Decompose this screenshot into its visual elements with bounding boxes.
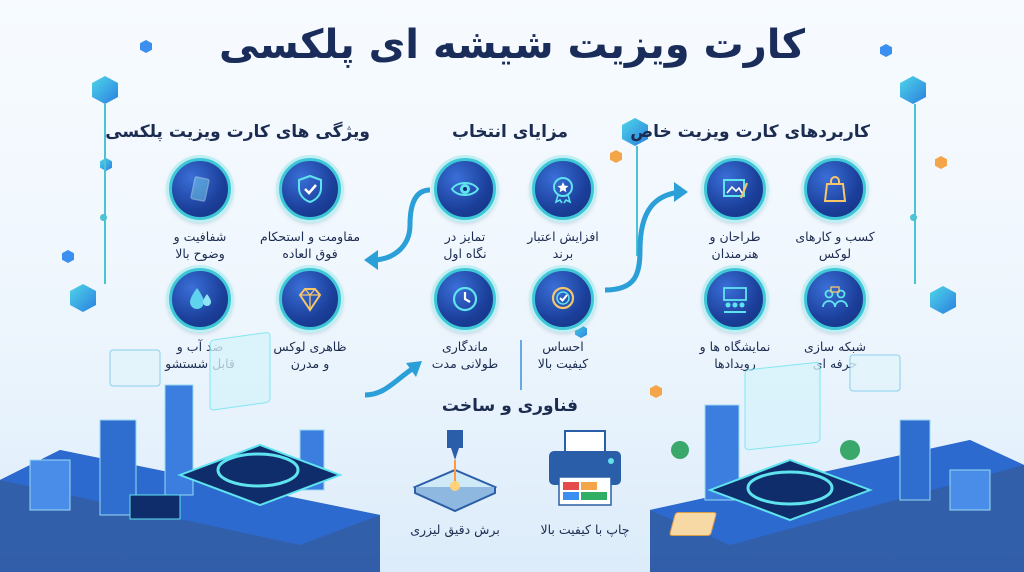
applications-title: کاربردهای کارت ویزیت خاص (630, 122, 870, 142)
hex-decoration (140, 40, 152, 53)
hex-decoration (650, 385, 662, 398)
printer-icon (549, 430, 621, 506)
benefit-label: ماندگاری طولانی مدت (431, 339, 499, 371)
benefit-item: افزایش اعتبار برند (508, 158, 618, 262)
networking-icon (804, 268, 866, 330)
technology-item: برش دقیق لیزری (400, 425, 510, 538)
page-title: کارت ویزیت شیشه ای پلکسی (218, 22, 806, 68)
eye-icon (434, 158, 496, 220)
flow-arrow-icon (364, 361, 422, 398)
connector-dot (910, 214, 917, 221)
benefits-title: مزایای انتخاب (451, 122, 569, 142)
benefit-label: احساس کیفیت بالا (537, 339, 589, 371)
benefit-item: تمایز در نگاه اول (410, 158, 520, 262)
quality-medal-icon (532, 268, 594, 330)
technology-item: چاپ با کیفیت بالا (530, 425, 640, 538)
benefit-label: تمایز در نگاه اول (443, 229, 487, 261)
diamond-icon (279, 268, 341, 330)
city-illustration-right (650, 354, 1024, 572)
technology-title: فناوری و ساخت (441, 396, 579, 416)
application-item: نمایشگاه ها و رویدادها (680, 268, 790, 372)
hex-decoration (62, 250, 74, 263)
feature-item: ظاهری لوکس و مدرن (255, 268, 365, 372)
benefit-item: احساس کیفیت بالا (508, 268, 618, 372)
hex-decoration (930, 286, 956, 314)
features-title: ویژگی های کارت ویزیت پلکسی (105, 122, 370, 142)
application-label: نمایشگاه ها و رویدادها (699, 339, 771, 371)
water-drop-icon (169, 268, 231, 330)
flow-arrow-icon (604, 182, 688, 293)
glass-card-icon (169, 158, 231, 220)
connector-line (104, 104, 106, 284)
star-badge-icon (532, 158, 594, 220)
connector-dot (100, 214, 107, 221)
shield-check-icon (279, 158, 341, 220)
feature-label: مقاومت و استحکام فوق العاده (259, 229, 361, 261)
flow-arrow-icon (364, 187, 431, 270)
hex-decoration (610, 150, 622, 163)
feature-label: ظاهری لوکس و مدرن (273, 339, 347, 371)
laser-cutter-icon (412, 430, 498, 513)
technology-label: برش دقیق لیزری (410, 522, 500, 537)
benefit-label: افزایش اعتبار برند (527, 229, 599, 261)
application-item: طراحان و هنرمندان (680, 158, 790, 262)
hex-decoration (880, 44, 892, 57)
hex-decoration (70, 284, 96, 312)
connector-line (636, 146, 638, 256)
hex-decoration (92, 76, 118, 104)
connector-line (914, 104, 916, 284)
application-item: کسب و کارهای لوکس (780, 158, 890, 262)
exhibition-icon (704, 268, 766, 330)
hex-decoration (900, 76, 926, 104)
hex-decoration (100, 158, 112, 171)
application-label: طراحان و هنرمندان (709, 229, 761, 261)
connector-line (520, 340, 522, 390)
application-label: کسب و کارهای لوکس (795, 229, 875, 261)
benefit-item: ماندگاری طولانی مدت (410, 268, 520, 372)
hex-decoration (935, 156, 947, 169)
design-canvas-icon (704, 158, 766, 220)
hex-decoration (575, 325, 587, 338)
clock-icon (434, 268, 496, 330)
floating-card (668, 512, 718, 536)
technology-label: چاپ با کیفیت بالا (540, 522, 630, 537)
feature-item: شفافیت و وضوح بالا (145, 158, 255, 262)
feature-label: شفافیت و وضوح بالا (173, 229, 227, 261)
feature-item: مقاومت و استحکام فوق العاده (255, 158, 365, 262)
shopping-bag-icon (804, 158, 866, 220)
city-illustration-left (0, 332, 380, 572)
